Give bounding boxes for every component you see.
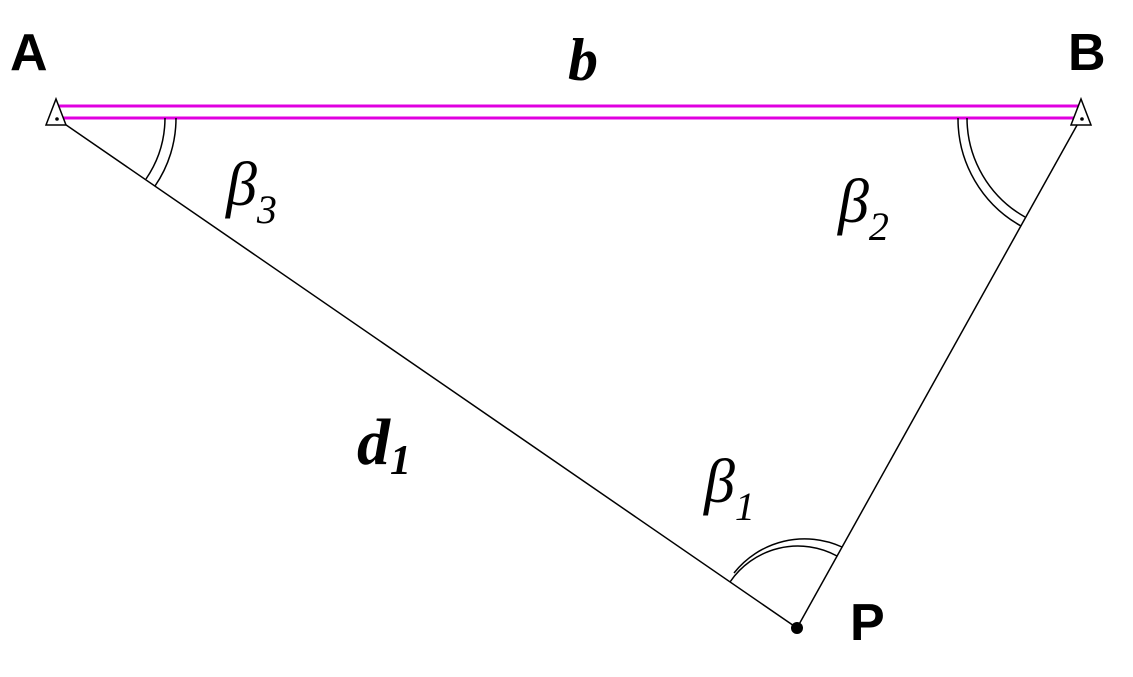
- beta1-label: β1: [703, 448, 755, 529]
- angle-arc-beta1: [729, 538, 843, 583]
- distance-label: d1: [357, 406, 411, 484]
- side-bp: [796, 117, 1082, 629]
- center-dot-b: [1080, 117, 1084, 121]
- triangle-a-icon: [44, 96, 68, 126]
- baseline-label: b: [568, 27, 598, 93]
- angle-arc-beta2: [957, 117, 1026, 227]
- station-marker-b: [1069, 96, 1093, 126]
- point-p-marker: [791, 622, 803, 634]
- baseline-ab: [56, 104, 1081, 120]
- point-label-b: B: [1068, 24, 1106, 82]
- beta2-label: β2: [837, 168, 889, 249]
- point-label-a: A: [10, 24, 48, 82]
- point-label-p: P: [850, 594, 885, 652]
- side-ap: [55, 117, 798, 629]
- station-marker-a: [44, 96, 68, 126]
- angle-arc-beta3: [145, 117, 177, 187]
- center-dot-a: [55, 117, 59, 121]
- beta3-label: β3: [225, 151, 277, 232]
- triangle-b-icon: [1069, 96, 1093, 126]
